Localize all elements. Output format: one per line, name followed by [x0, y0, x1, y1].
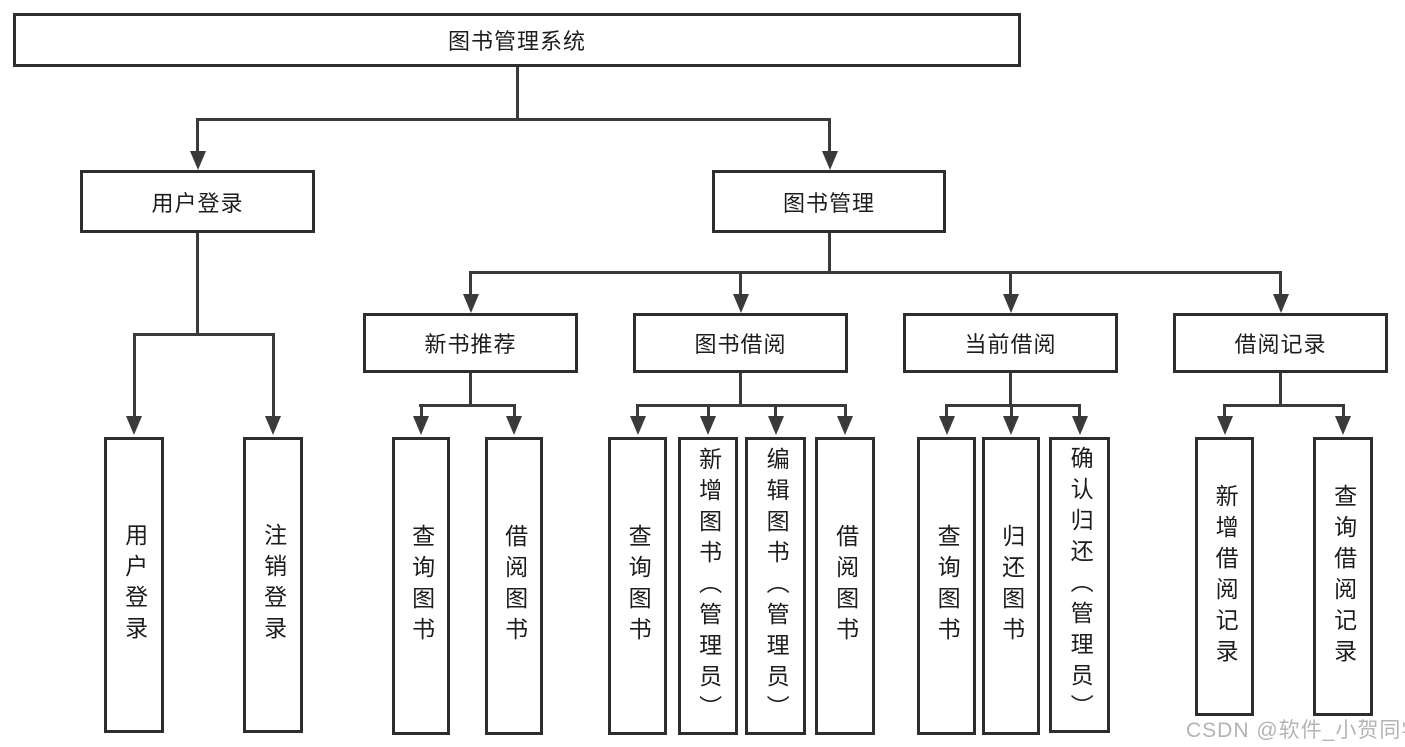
leaf-borrow-borrow-books-label: 借阅图书 — [832, 524, 859, 648]
node-book-borrow-label: 图书借阅 — [694, 332, 787, 357]
connector-level1-bus — [196, 118, 831, 121]
node-book-borrow: 图书借阅 — [633, 313, 848, 373]
leaf-logout: 注销登录 — [243, 437, 303, 733]
connector-level3-bus — [469, 271, 1282, 274]
leaf-current-return-books: 归还图书 — [982, 437, 1040, 735]
connector-drop — [513, 404, 516, 418]
connector-drop — [844, 404, 847, 418]
arrow-down-icon — [1072, 416, 1088, 435]
leaf-current-confirm-return-admin-label: 确认归还（管理员） — [1067, 445, 1094, 725]
arrow-down-icon — [768, 416, 784, 435]
node-new-book-recommend: 新书推荐 — [363, 313, 578, 373]
connector-book-borrow-stem — [739, 373, 742, 406]
connector-drop — [1078, 404, 1081, 418]
node-root-label: 图书管理系统 — [447, 29, 586, 54]
arrow-down-icon — [265, 416, 281, 435]
node-current-borrow: 当前借阅 — [903, 313, 1118, 373]
leaf-current-return-books-label: 归还图书 — [998, 524, 1025, 648]
leaf-borrow-borrow-books: 借阅图书 — [815, 437, 875, 735]
leaf-logout-label: 注销登录 — [260, 523, 287, 647]
node-new-book-recommend-label: 新书推荐 — [424, 332, 517, 357]
leaf-current-query-books: 查询图书 — [917, 437, 976, 735]
connector-drop — [707, 404, 710, 418]
node-user-login-label: 用户登录 — [151, 190, 244, 216]
leaf-current-confirm-return-admin: 确认归还（管理员） — [1049, 437, 1110, 733]
arrow-down-icon — [1003, 294, 1019, 313]
connector-drop — [420, 404, 423, 418]
node-current-borrow-label: 当前借阅 — [964, 332, 1057, 357]
arrow-down-icon — [1003, 416, 1019, 435]
leaf-records-query-record-label: 查询借阅记录 — [1330, 483, 1357, 670]
connector-borrow-records-stem — [1279, 373, 1282, 406]
arrow-down-icon — [506, 416, 522, 435]
arrow-down-icon — [822, 151, 838, 170]
leaf-borrow-edit-book-admin: 编辑图书（管理员） — [745, 437, 806, 735]
connector-user-login-bus — [133, 333, 275, 336]
connector-book-borrow-bus — [636, 404, 847, 407]
arrow-down-icon — [700, 416, 716, 435]
leaf-borrow-query-books: 查询图书 — [608, 437, 667, 735]
connector-drop-borrow-records — [1279, 271, 1282, 295]
connector-current-borrow-bus — [945, 404, 1081, 407]
connector-drop-current-borrow — [1009, 271, 1012, 295]
leaf-records-add-record-label: 新增借阅记录 — [1212, 483, 1239, 670]
leaf-recommend-borrow-books-label: 借阅图书 — [501, 524, 528, 648]
node-book-management: 图书管理 — [712, 170, 946, 233]
arrow-down-icon — [733, 294, 749, 313]
arrow-down-icon — [1217, 416, 1233, 435]
leaf-recommend-query-books: 查询图书 — [392, 437, 450, 735]
leaf-user-login: 用户登录 — [104, 437, 164, 733]
connector-drop-book-borrow — [739, 271, 742, 295]
connector-user-login-stem — [196, 233, 199, 336]
node-user-login: 用户登录 — [80, 170, 315, 233]
arrow-down-icon — [837, 416, 853, 435]
arrow-down-icon — [939, 416, 955, 435]
leaf-borrow-add-book-admin: 新增图书（管理员） — [678, 437, 738, 735]
node-borrow-records-label: 借阅记录 — [1234, 332, 1327, 357]
arrow-down-icon — [190, 151, 206, 170]
leaf-recommend-borrow-books: 借阅图书 — [485, 437, 543, 735]
connector-drop — [774, 404, 777, 418]
connector-drop — [945, 404, 948, 418]
leaf-records-query-record: 查询借阅记录 — [1313, 437, 1373, 716]
leaf-borrow-edit-book-admin-label: 编辑图书（管理员） — [763, 446, 790, 726]
connector-new-book-bus — [419, 404, 515, 407]
connector-drop-user-login — [196, 118, 199, 152]
node-root: 图书管理系统 — [13, 13, 1021, 67]
connector-drop — [1010, 404, 1013, 418]
arrow-down-icon — [1335, 416, 1351, 435]
connector-drop-leaf-logout — [272, 333, 275, 417]
leaf-borrow-query-books-label: 查询图书 — [625, 524, 652, 648]
connector-new-book-stem — [469, 373, 472, 406]
connector-drop-book-management — [828, 118, 831, 152]
arrow-down-icon — [463, 294, 479, 313]
leaf-recommend-query-books-label: 查询图书 — [408, 524, 435, 648]
connector-drop-leaf-user-login — [133, 333, 136, 417]
connector-borrow-records-bus — [1223, 404, 1344, 407]
arrow-down-icon — [126, 416, 142, 435]
leaf-borrow-add-book-admin-label: 新增图书（管理员） — [695, 446, 722, 726]
connector-drop — [1342, 404, 1345, 418]
connector-root-stem — [516, 67, 519, 120]
arrow-down-icon — [630, 416, 646, 435]
node-borrow-records: 借阅记录 — [1173, 313, 1388, 373]
connector-book-management-stem — [828, 233, 831, 274]
node-book-management-label: 图书管理 — [782, 190, 875, 216]
arrow-down-icon — [413, 416, 429, 435]
watermark-csdn: CSDN @软件_小贺同学 — [1186, 719, 1405, 742]
connector-current-borrow-stem — [1009, 373, 1012, 406]
leaf-user-login-label: 用户登录 — [121, 523, 148, 647]
leaf-records-add-record: 新增借阅记录 — [1195, 437, 1254, 716]
leaf-current-query-books-label: 查询图书 — [934, 524, 961, 648]
connector-drop — [1223, 404, 1226, 418]
connector-drop — [636, 404, 639, 418]
connector-drop-new-book — [469, 271, 472, 295]
arrow-down-icon — [1273, 294, 1289, 313]
